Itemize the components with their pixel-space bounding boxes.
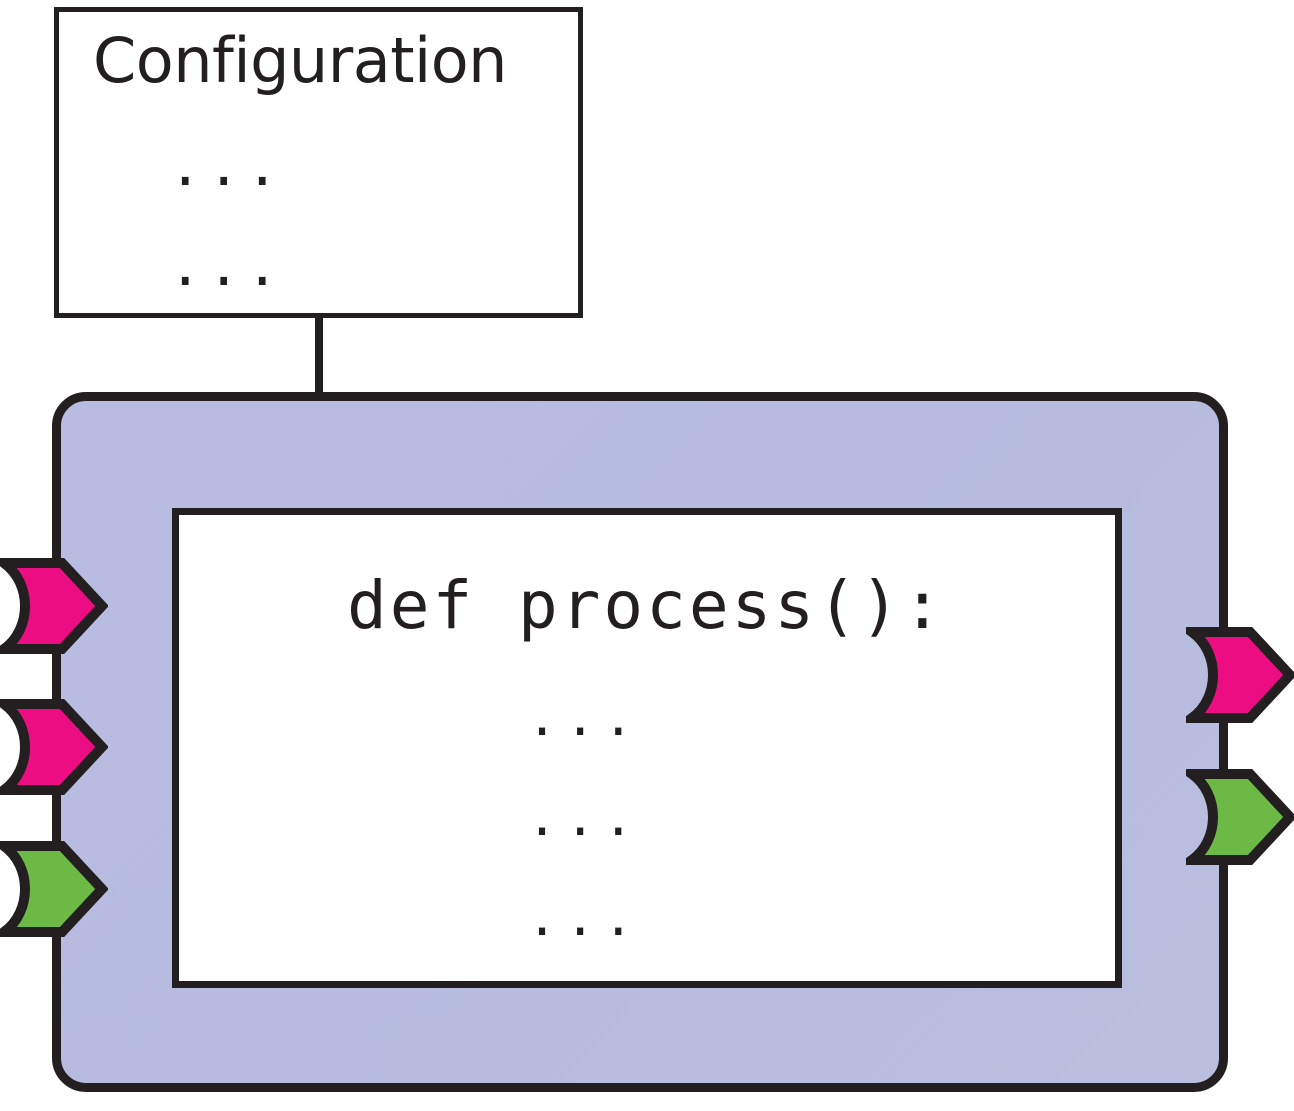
configuration-connector-line bbox=[315, 315, 323, 400]
code-signature: def process(): bbox=[347, 567, 946, 644]
chevron-shape bbox=[1186, 769, 1294, 865]
chevron-shape bbox=[0, 841, 108, 937]
code-ellipsis-1: ... bbox=[527, 689, 642, 747]
configuration-ellipsis-1: ... bbox=[169, 135, 285, 198]
input-port-1[interactable] bbox=[0, 557, 108, 655]
chevron-shape bbox=[1186, 627, 1294, 723]
code-ellipsis-3: ... bbox=[527, 889, 642, 947]
configuration-ellipsis-2: ... bbox=[169, 235, 285, 298]
chevron-shape bbox=[0, 699, 108, 795]
configuration-box[interactable]: Configuration ... ... bbox=[54, 7, 583, 318]
output-port-1[interactable] bbox=[1186, 626, 1294, 724]
code-box[interactable]: def process(): ... ... ... bbox=[172, 508, 1122, 988]
output-port-2[interactable] bbox=[1186, 768, 1294, 866]
configuration-title: Configuration bbox=[93, 24, 507, 97]
chevron-shape bbox=[0, 558, 108, 654]
code-ellipsis-2: ... bbox=[527, 789, 642, 847]
input-port-3[interactable] bbox=[0, 840, 108, 938]
input-port-2[interactable] bbox=[0, 698, 108, 796]
